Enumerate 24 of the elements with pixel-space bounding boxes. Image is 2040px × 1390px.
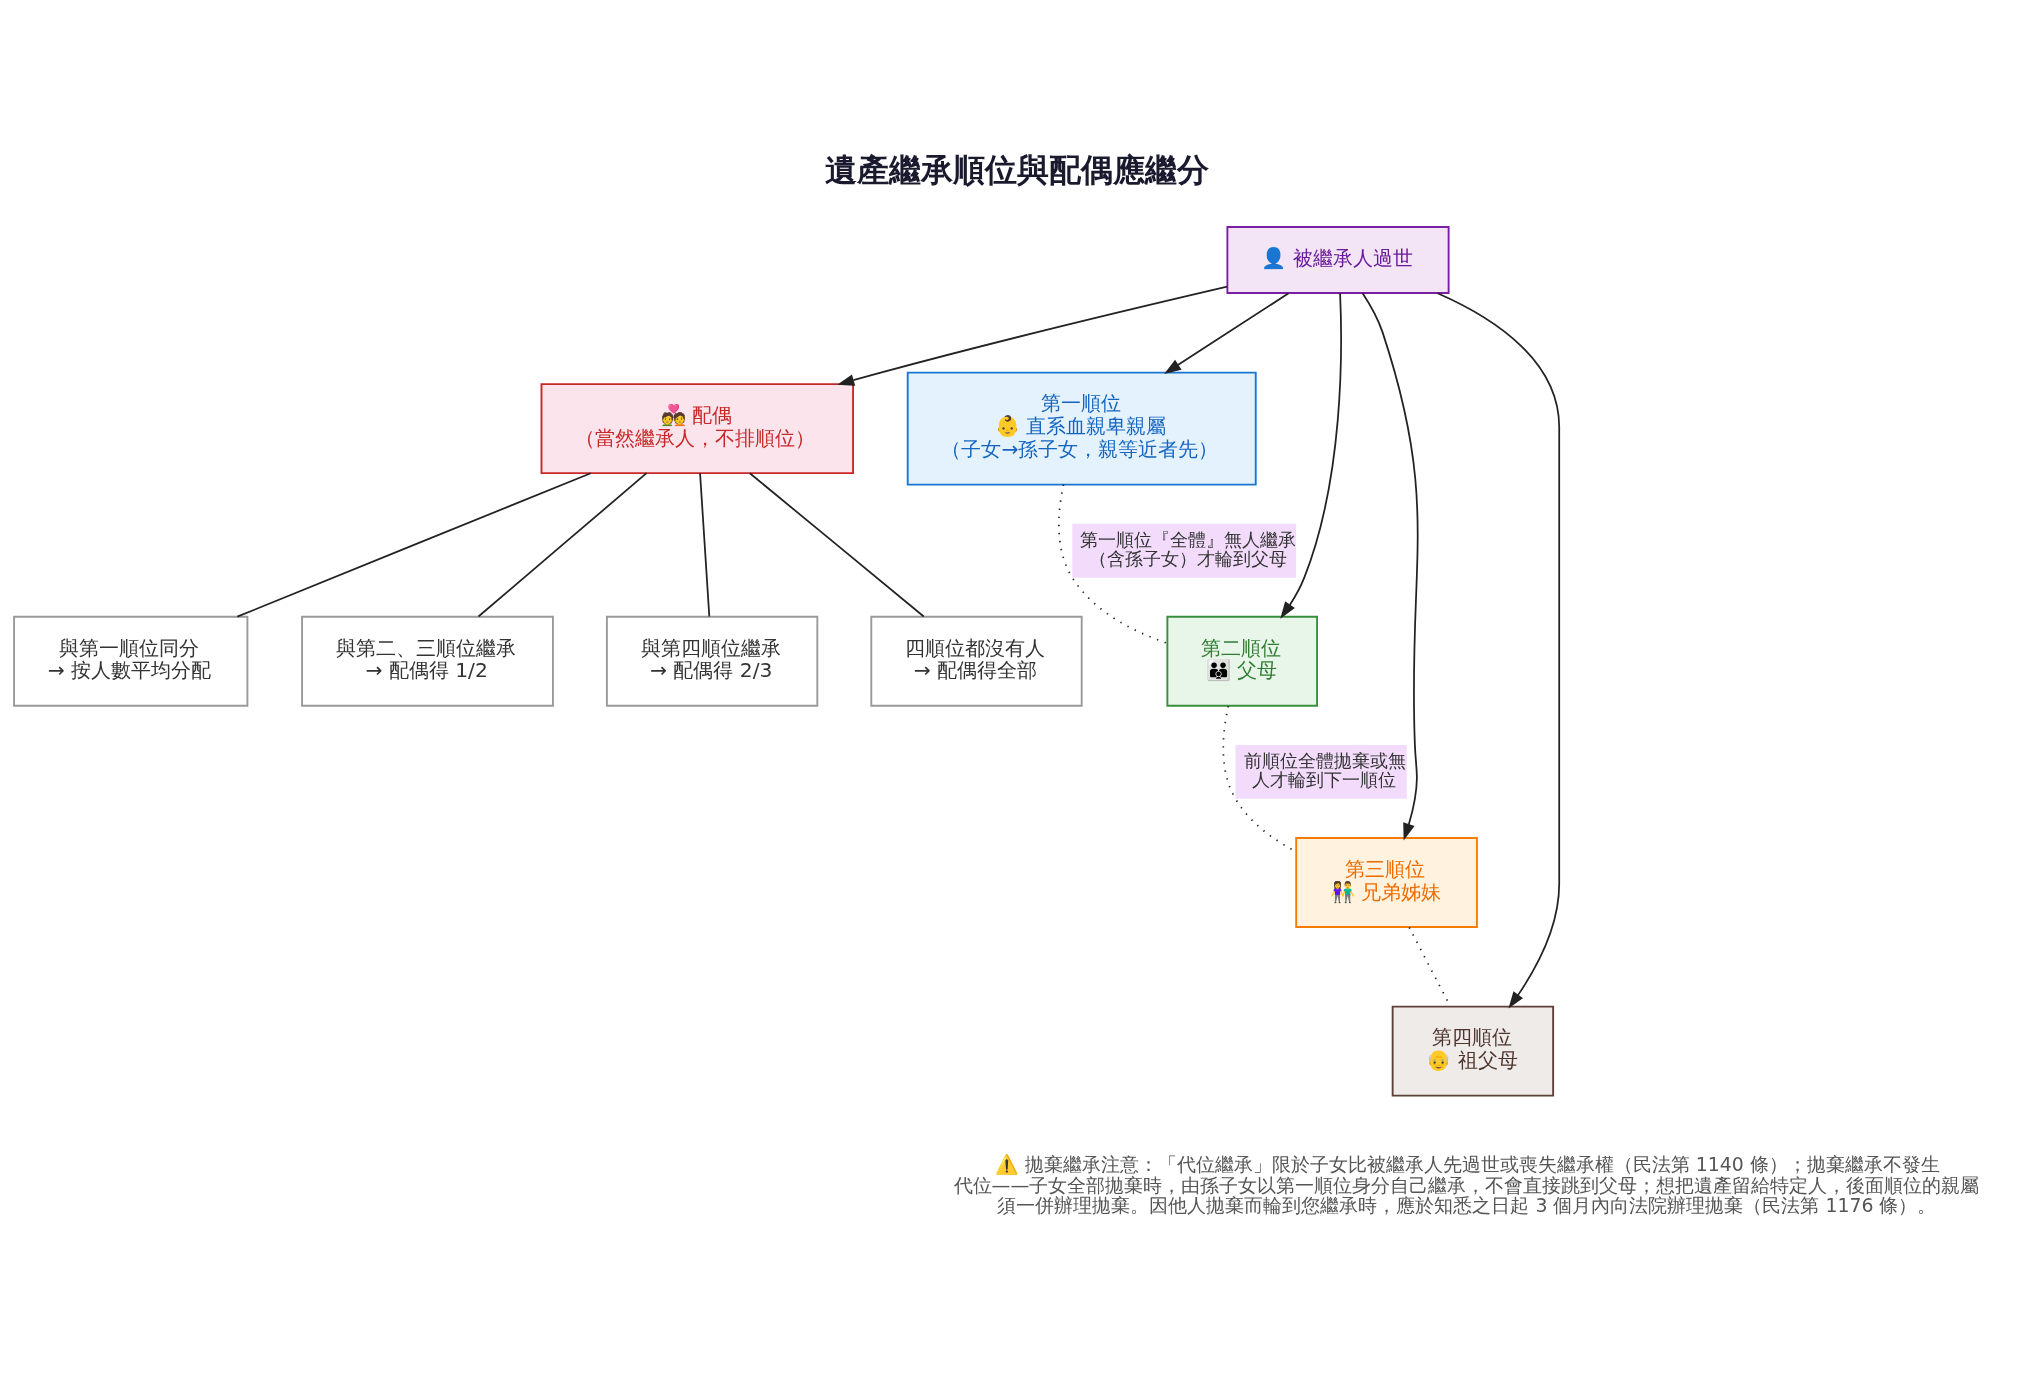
connector — [699, 472, 711, 618]
connector — [477, 472, 648, 618]
node-box: 第四順位 👴 祖父母 — [1391, 1005, 1555, 1097]
caption: ⚠ 拋棄繼承注意：「代位繼承」限於子女比被繼承人先過世或喪失繼承權（民法第 1140 條）；拋棄繼承不發生代位——子女全部拋棄時，由孫子女以第一順位身分自己繼承，不會直接跳到父母；想把遺產留給特定人，後面順位的親屬須一併辦理拋棄。因他人拋棄而輪到您繼承時，應於知悉之日起 3 個月內向法院辦理拋棄（民法第 1176 條）。 — [953, 1153, 1980, 1216]
diagram-title: 遺產繼承順位與配偶應繼分 — [825, 151, 1210, 190]
node-box: 與第二、三順位繼承 → 配偶得 1/2 — [301, 615, 554, 707]
connector — [1058, 483, 1168, 645]
node-box: 與第一順位同分 → 按人數平均分配 — [13, 615, 249, 707]
node-box: 💑 配偶 （當然繼承人，不排順位） — [540, 383, 854, 475]
arrow — [1280, 292, 1342, 619]
node-box: 與第四順位繼承 → 配偶得 2/3 — [605, 615, 819, 707]
node-box: 第一順位 👶 直系血親卑親屬 （子女→孫子女，親等近者先） — [906, 371, 1257, 486]
arrow — [1164, 292, 1290, 374]
node-box: 第二順位 👪 父母 — [1166, 615, 1319, 707]
connector — [236, 472, 592, 618]
edge-label: 前順位全體拋棄或無人才輪到下一順位 — [1244, 751, 1407, 790]
node-box: 👤 被繼承人過世 — [1226, 226, 1450, 294]
arrow — [1361, 292, 1419, 841]
edge-label: 第一順位『全體』無人繼承（含孫子女）才輪到父母 — [1080, 529, 1297, 569]
node-box: 四順位都沒有人 → 配偶得全部 — [870, 615, 1083, 707]
connector — [748, 472, 925, 618]
arrow — [1436, 292, 1561, 1009]
arrow — [837, 285, 1229, 386]
node-box: 第三順位 👫 兄弟姊妹 — [1295, 837, 1478, 928]
